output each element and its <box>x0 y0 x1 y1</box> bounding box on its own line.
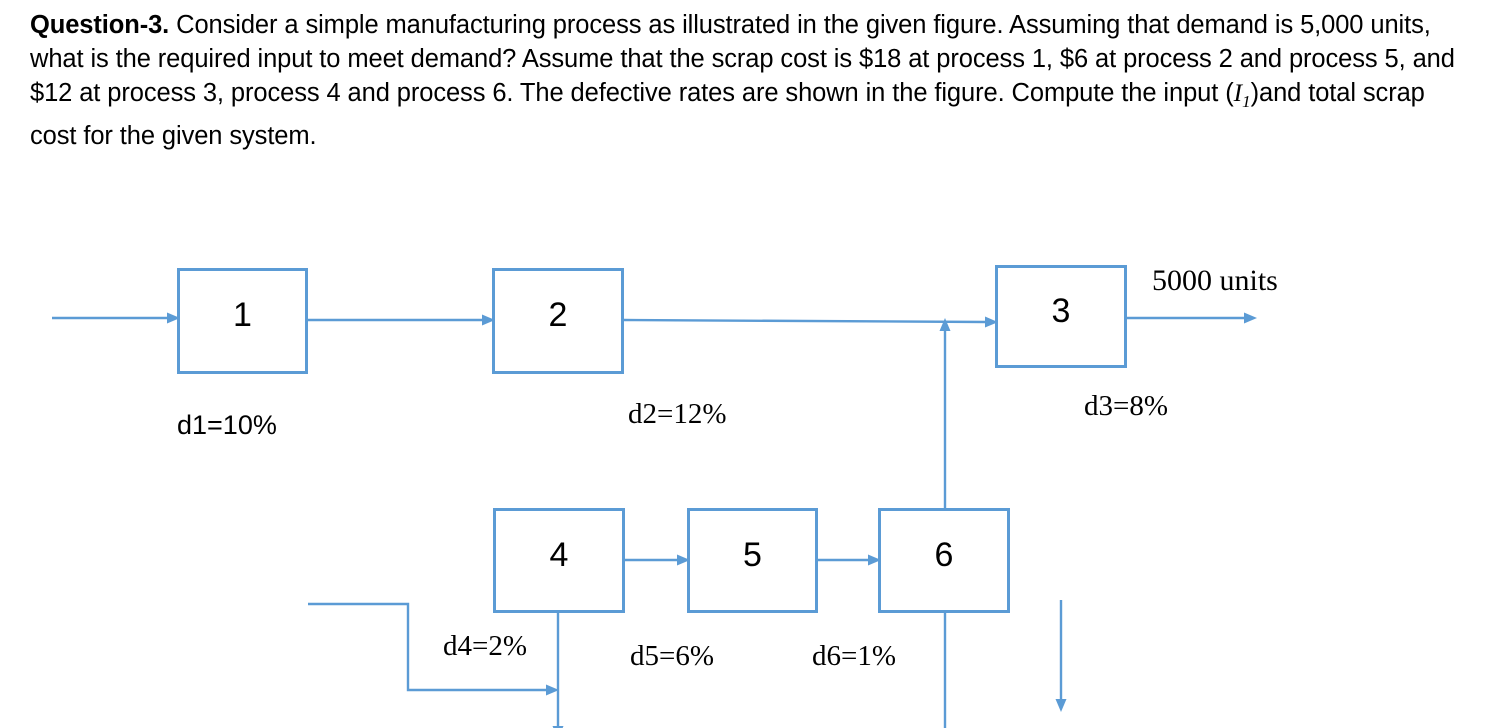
defect-label-d1: d1=10% <box>177 410 277 440</box>
process-box-6[interactable]: 6 <box>878 508 1010 613</box>
process-box-5[interactable]: 5 <box>687 508 818 613</box>
edge-2-to-3 <box>623 316 998 328</box>
process-box-1-label: 1 <box>233 296 252 334</box>
process-box-6-label: 6 <box>934 535 954 574</box>
process-flow-diagram: 1 2 3 4 5 6 d1=10% d2=12% d3=8% d4=2% d5… <box>0 232 1486 728</box>
defect-label-d4: d4=2% <box>443 630 528 662</box>
process-box-5-label: 5 <box>743 535 762 574</box>
process-box-3-label: 3 <box>1051 291 1071 330</box>
question-body-part2: )and total scrap cost for the given syst… <box>30 79 1425 151</box>
process-box-2-label: 2 <box>548 296 568 334</box>
process-box-3[interactable]: 3 <box>995 265 1127 368</box>
defect-label-d2: d2=12% <box>628 398 727 430</box>
question-label: Question-3. <box>30 11 170 39</box>
process-box-2[interactable]: 2 <box>492 268 624 374</box>
symbol-I-subscript: 1 <box>1242 92 1251 112</box>
process-box-1[interactable]: 1 <box>177 268 308 374</box>
output-units-label: 5000 units <box>1152 264 1278 297</box>
edge-1-branch-to-4 <box>308 602 559 696</box>
question-text: Question-3. Consider a simple manufactur… <box>30 8 1455 153</box>
defect-label-d5: d5=6% <box>630 640 715 672</box>
process-box-4-label: 4 <box>549 535 569 574</box>
defect-label-d3: d3=8% <box>1084 390 1169 422</box>
question-body-part1: Consider a simple manufacturing process … <box>30 11 1455 107</box>
symbol-I: I <box>1233 78 1243 107</box>
process-box-4[interactable]: 4 <box>493 508 625 613</box>
defect-label-d6: d6=1% <box>812 640 897 672</box>
